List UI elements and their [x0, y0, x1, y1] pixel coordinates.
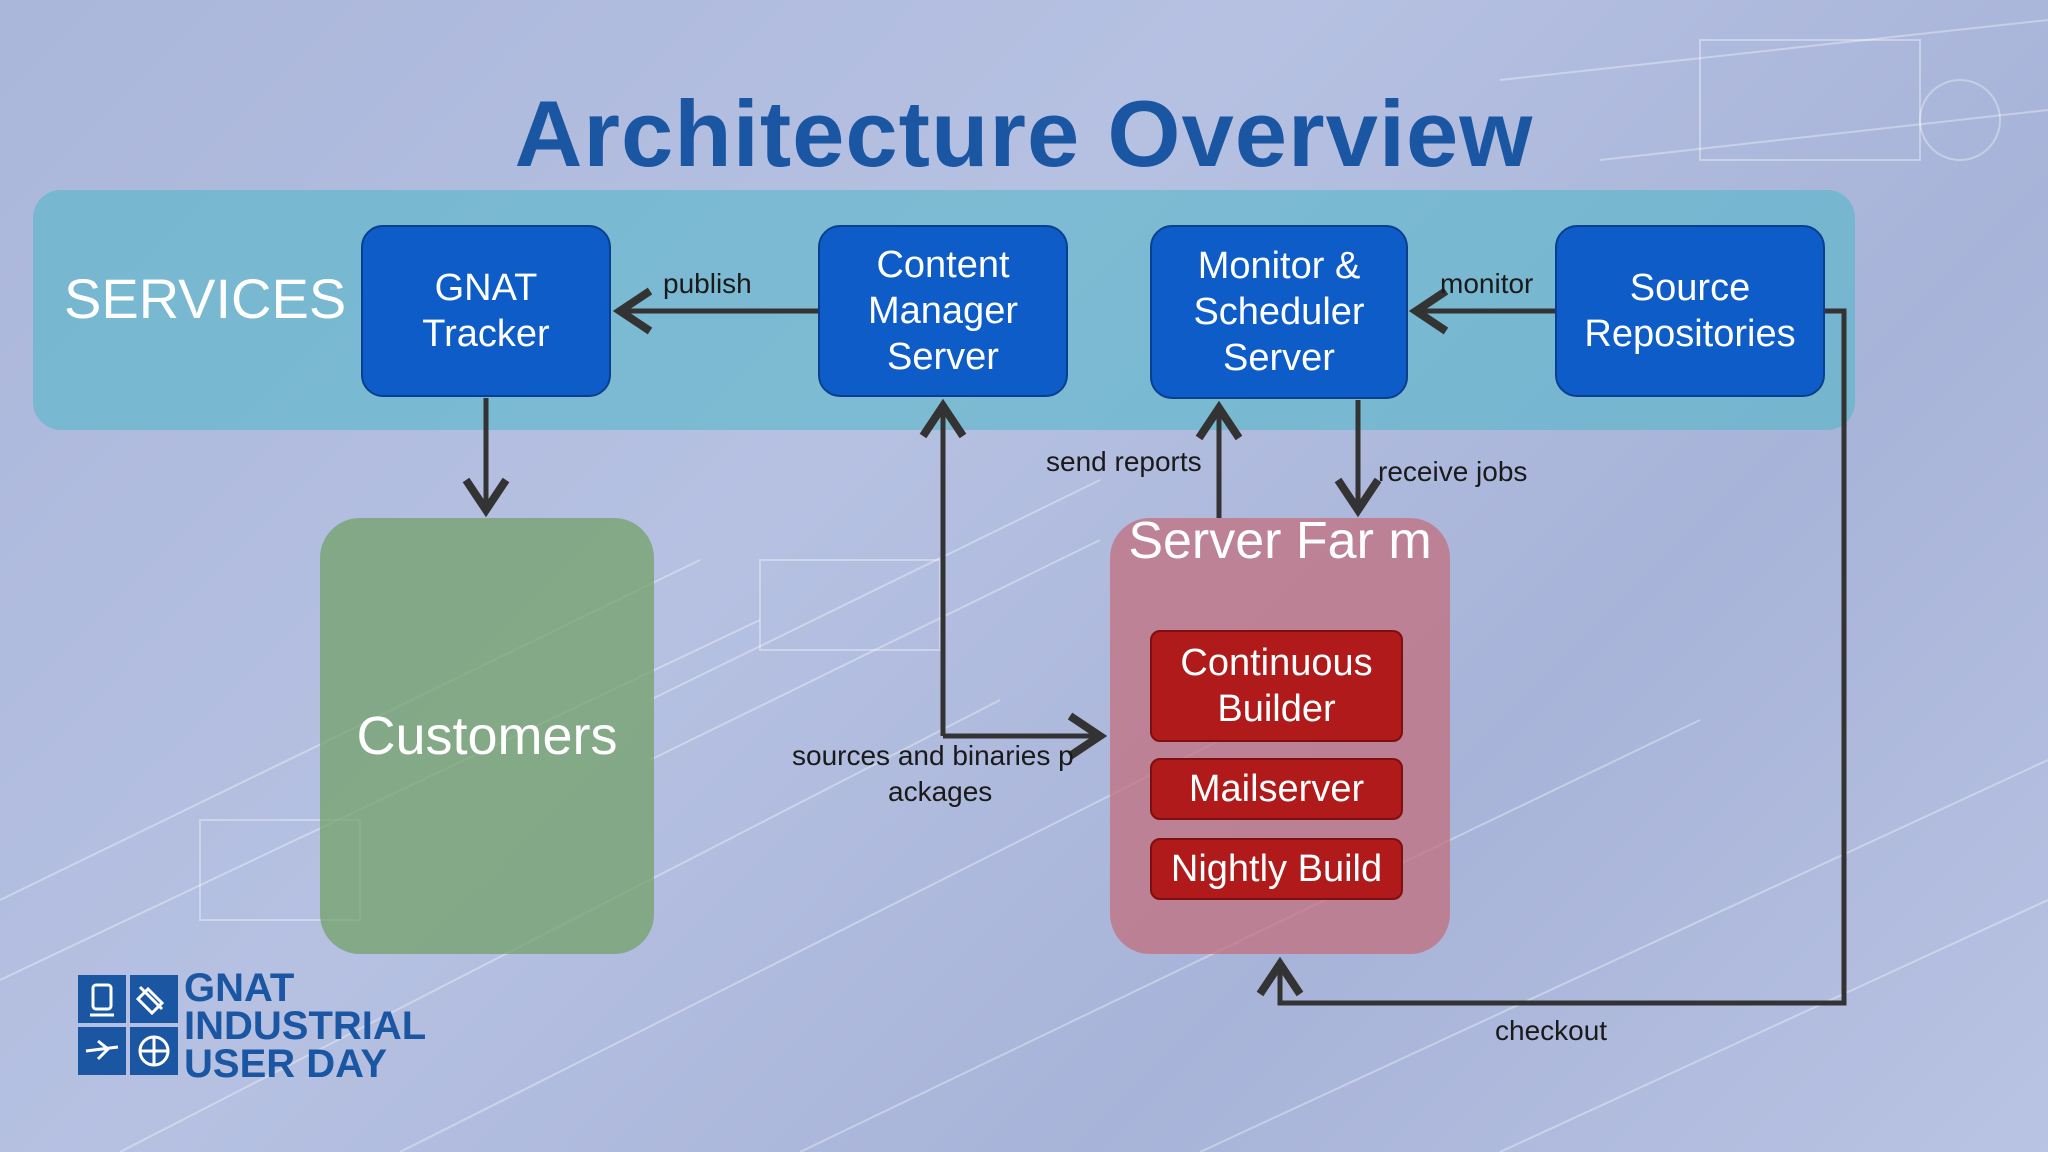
logo-tiles: [78, 975, 178, 1075]
logo-line-3: USER DAY: [184, 1042, 388, 1086]
monitor-scheduler-node: Monitor & Scheduler Server: [1150, 225, 1408, 399]
sources-binaries-label-line1: sources and binaries p: [792, 740, 1074, 771]
services-label: SERVICES: [64, 267, 347, 330]
send-reports-label: send reports: [1046, 446, 1202, 477]
customers-region: Customers: [320, 518, 654, 954]
checkout-label: checkout: [1495, 1015, 1608, 1046]
gnat-tracker-node: GNAT Tracker: [361, 225, 611, 397]
content-manager-node: Content Manager Server: [818, 225, 1068, 397]
continuous-builder-node: Continuous Builder: [1150, 630, 1403, 742]
monitor-label: monitor: [1440, 268, 1534, 299]
server-farm-title: Server Far m: [1128, 512, 1432, 570]
nightly-build-node: Nightly Build: [1150, 838, 1403, 900]
plane-icon: [85, 1039, 119, 1061]
receive-jobs-label: receive jobs: [1378, 456, 1528, 487]
sources-binaries-label-line2: ackages: [888, 776, 993, 807]
logo-line-2: INDUSTRIAL: [184, 1004, 427, 1048]
page-title: Architecture Overview: [514, 81, 1534, 186]
logo-text: GNAT INDUSTRIAL USER DAY: [184, 966, 427, 1086]
train-icon: [91, 983, 113, 1011]
source-repositories-node: Source Repositories: [1555, 225, 1825, 397]
publish-label: publish: [663, 268, 752, 299]
checkout-arrow: [1256, 308, 1847, 1006]
mailserver-node: Mailserver: [1150, 758, 1403, 820]
logo-line-1: GNAT: [184, 966, 295, 1010]
satellite-icon: [135, 985, 165, 1016]
